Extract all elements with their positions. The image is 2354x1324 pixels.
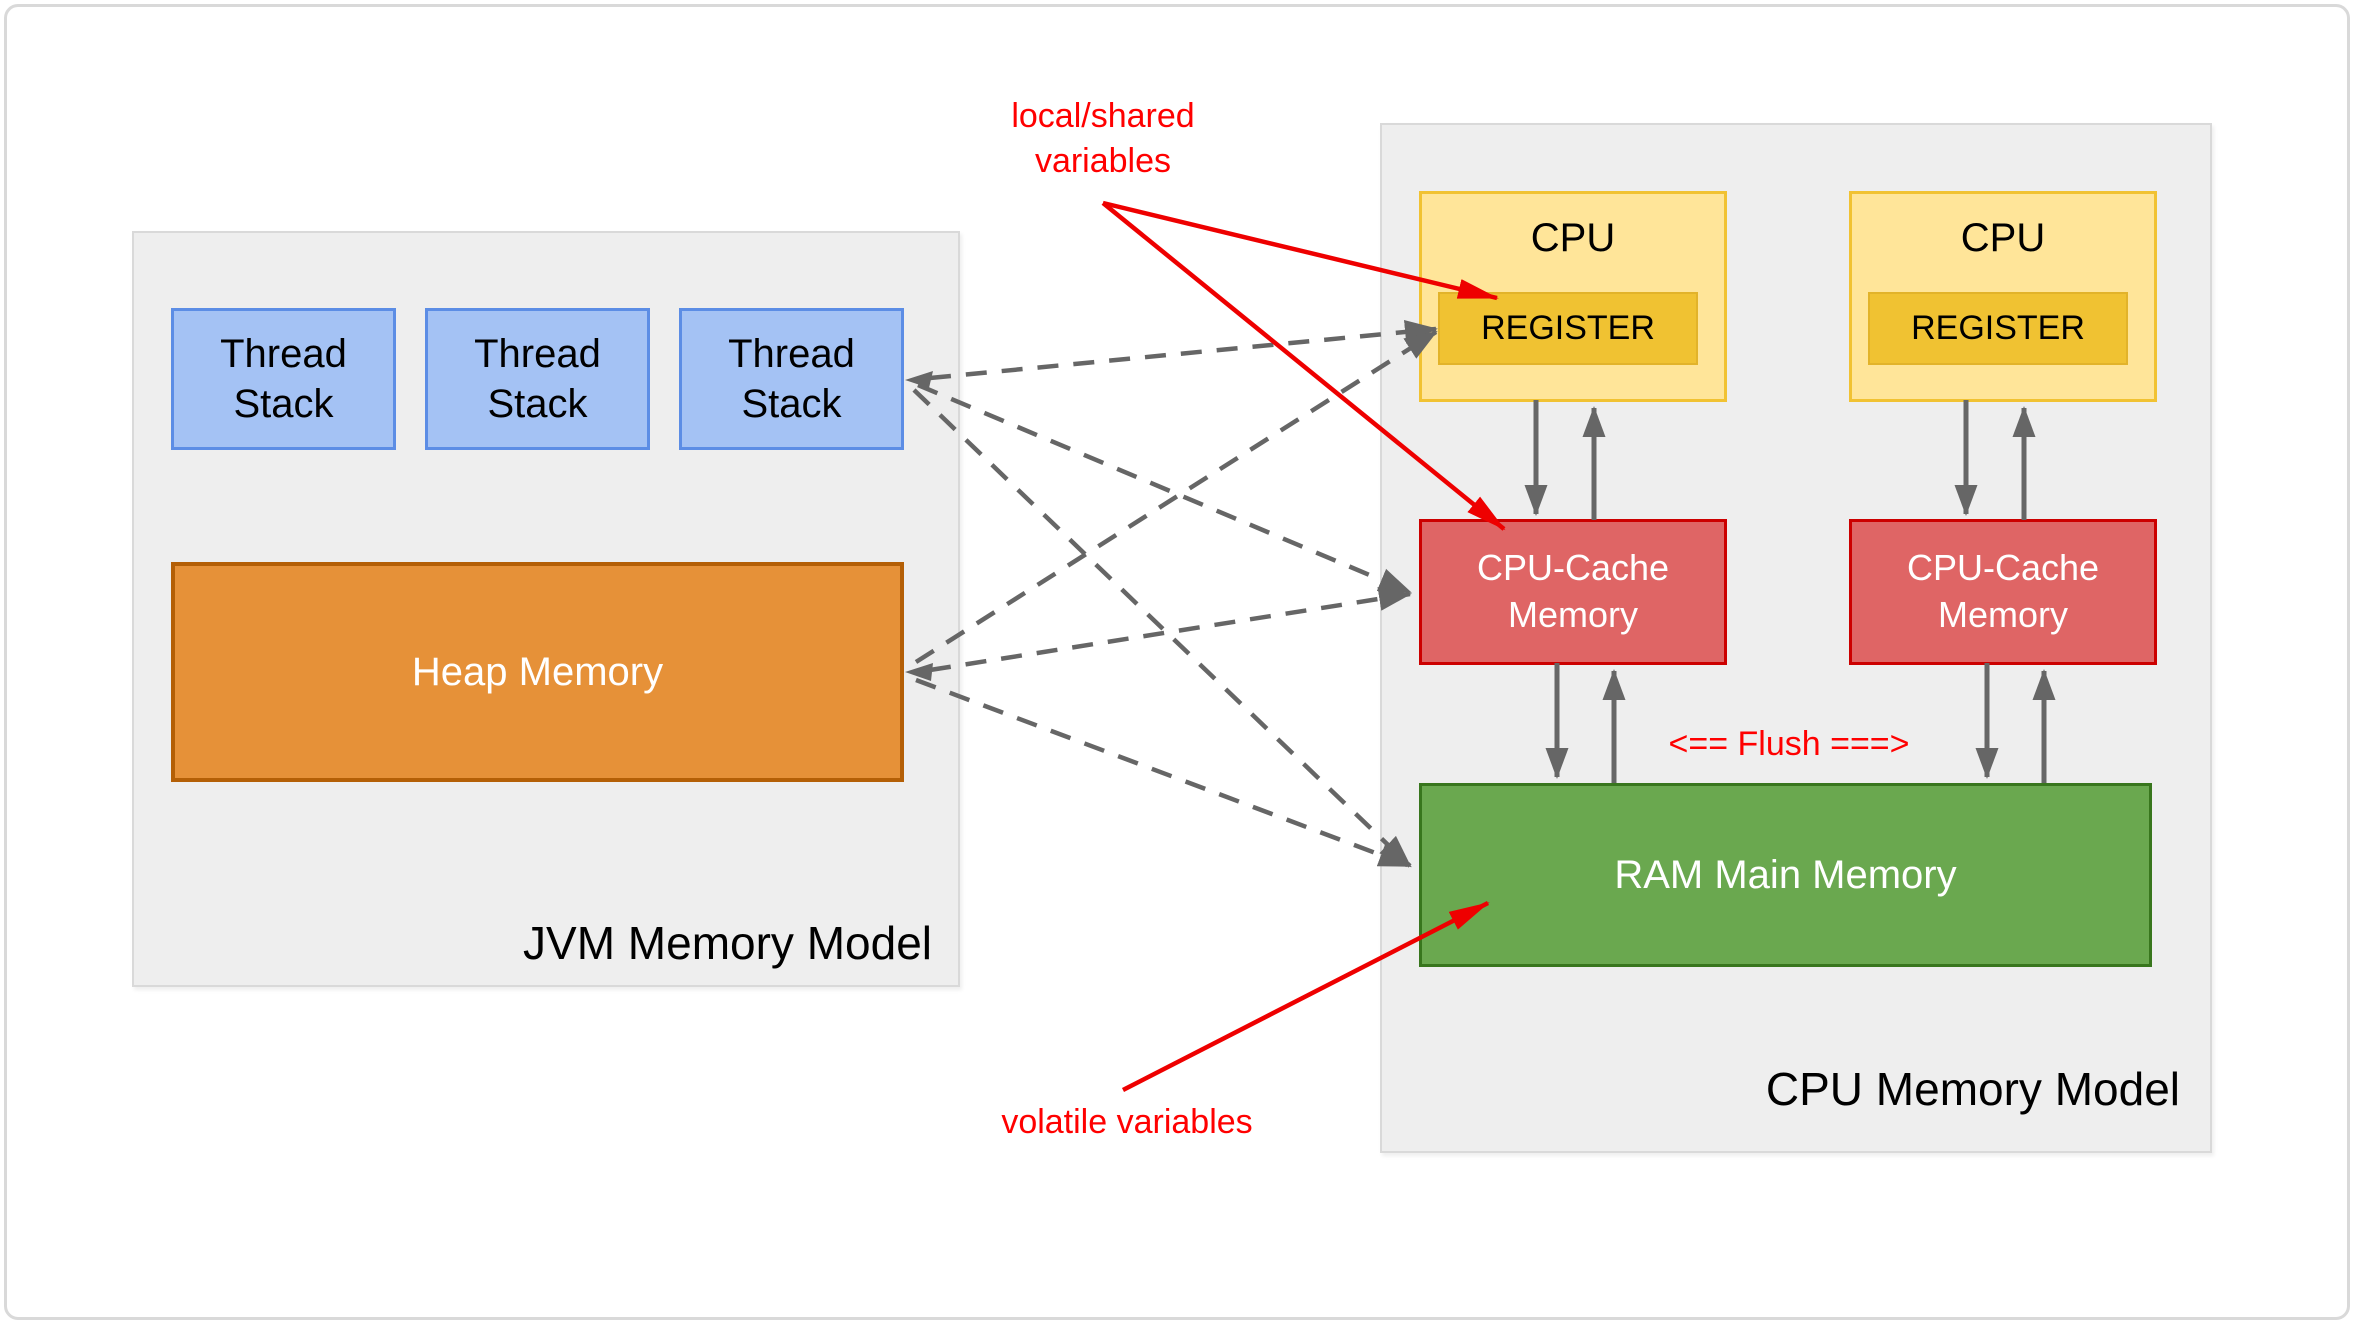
dashed-arrow-heap-to-register bbox=[914, 330, 1438, 664]
thread-stack-label: Thread Stack bbox=[220, 332, 347, 426]
cpu-cache-box-1: CPU-Cache Memory bbox=[1419, 519, 1727, 665]
thread-stack-box-2: Thread Stack bbox=[425, 308, 650, 450]
cpu-cache-box-2: CPU-Cache Memory bbox=[1849, 519, 2157, 665]
cpu-label: CPU bbox=[1530, 216, 1616, 260]
register-label: REGISTER bbox=[1911, 309, 2085, 347]
cpu-cache-label: CPU-Cache Memory bbox=[1906, 547, 2100, 635]
register-label: REGISTER bbox=[1481, 309, 1655, 347]
heap-memory-label: Heap Memory bbox=[411, 649, 664, 694]
thread-stack-box-3: Thread Stack bbox=[679, 308, 904, 450]
cpu-cache-label: CPU-Cache Memory bbox=[1476, 547, 1670, 635]
jvm-panel-title: JVM Memory Model bbox=[523, 917, 932, 969]
ram-main-memory-label: RAM Main Memory bbox=[1614, 852, 1957, 897]
volatile-variables-annotation: volatile variables bbox=[1001, 1103, 1253, 1141]
dashed-arrow-thread-to-ram bbox=[912, 388, 1412, 868]
thread-stack-box-1: Thread Stack bbox=[171, 308, 396, 450]
dashed-arrow-thread-to-register bbox=[929, 320, 1438, 381]
flush-annotation: <== Flush ===> bbox=[1668, 725, 1910, 763]
dashed-arrow-thread-to-cache bbox=[917, 382, 1412, 595]
cpu-panel-title: CPU Memory Model bbox=[1765, 1063, 2180, 1115]
thread-stack-label: Thread Stack bbox=[728, 332, 855, 426]
thread-stack-label: Thread Stack bbox=[474, 332, 601, 426]
heap-memory-box: Heap Memory bbox=[171, 562, 904, 782]
cpu-label: CPU bbox=[1960, 216, 2046, 260]
register-box-2: REGISTER bbox=[1868, 292, 2128, 365]
register-box-1: REGISTER bbox=[1438, 292, 1698, 365]
dashed-arrow-heap-to-cache bbox=[929, 586, 1412, 673]
ram-main-memory-box: RAM Main Memory bbox=[1419, 783, 2152, 967]
dashed-arrow-heap-to-ram bbox=[915, 677, 1412, 869]
local-shared-variables-annotation: local/shared variables bbox=[1011, 97, 1195, 180]
